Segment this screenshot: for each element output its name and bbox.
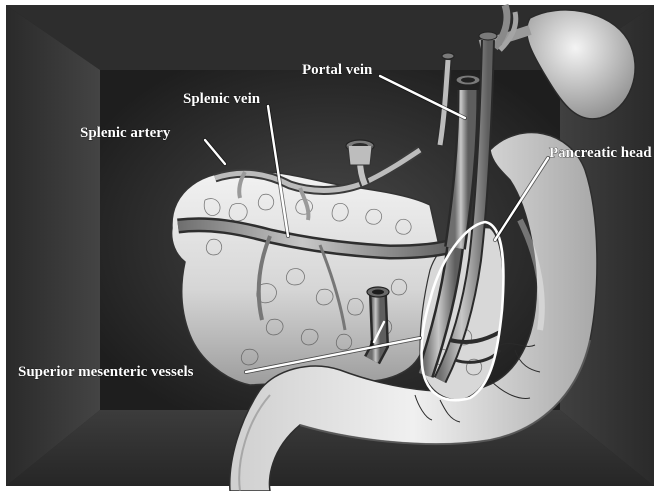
label-splenic-artery: Splenic artery (80, 125, 171, 141)
label-portal-vein: Portal vein (302, 62, 373, 78)
label-splenic-vein: Splenic vein (183, 91, 261, 107)
label-pancreatic-head: Pancreatic head (549, 145, 652, 161)
label-superior-mesenteric-vessels: Superior mesenteric vessels (18, 364, 194, 380)
